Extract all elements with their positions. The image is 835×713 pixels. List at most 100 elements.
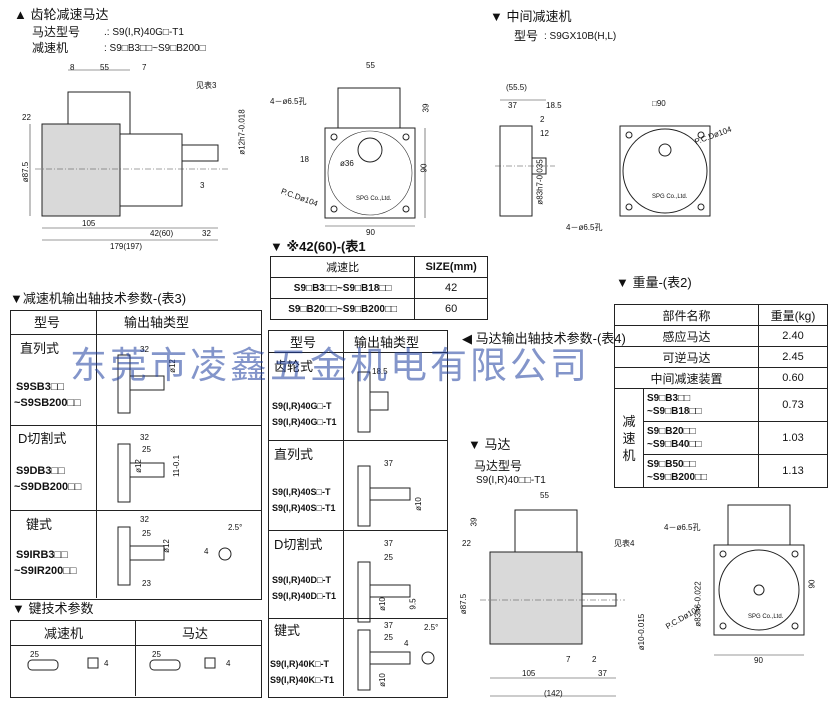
ms-header-divider <box>268 352 447 353</box>
key-dim-25b: 25 <box>152 650 161 659</box>
wt-red-row2-a: S9□B20□□ <box>647 426 696 437</box>
mr-dim-12: 12 <box>540 129 549 138</box>
dim-12h7: ø12h7-0.018 <box>237 109 247 155</box>
gear-motor-reducer-label: 减速机 <box>32 41 69 55</box>
dim-22: 22 <box>22 113 31 122</box>
middle-reducer-title: ▼ 中间减速机 <box>490 9 572 24</box>
size-row-2-size: 60 <box>414 298 488 320</box>
motor-model-label: 马达型号 <box>474 459 523 473</box>
wt-red-row3-val: 1.13 <box>758 454 828 488</box>
ms-row3-divider <box>268 618 447 619</box>
mr-brand: SPG Co.,Ltd. <box>652 194 688 200</box>
rs-dim-r3-25: 25 <box>142 529 151 538</box>
wt-row3-name: 中间减速装置 <box>614 367 759 389</box>
key-table <box>10 620 262 698</box>
wt-red-row3-a: S9□B50□□ <box>647 459 696 470</box>
mr-dim-37: 37 <box>508 101 517 110</box>
key-col-divider <box>135 620 136 696</box>
rs-dim-r1-32: 32 <box>140 345 149 354</box>
rs-header-type: 输出轴类型 <box>124 315 190 330</box>
ms-row1-model-b: S9(I,R)40G□-T1 <box>272 417 337 427</box>
wt-red-row2-b: ~S9□B40□□ <box>647 439 702 450</box>
rs-row1-model-b: ~S9SB200□□ <box>14 397 81 409</box>
dim-32: 32 <box>202 229 211 238</box>
dim-note3: 见表3 <box>196 81 217 90</box>
mr-dim-185: 18.5 <box>546 101 562 110</box>
ms-dim-r3-10: ø10 <box>377 597 387 611</box>
ms-row4-type: 键式 <box>274 623 301 638</box>
motor-shaft-sketches <box>357 371 435 691</box>
motor-shaft-title: ◀ 马达输出轴技术参数-(表4) <box>462 331 626 346</box>
rs-header-model: 型号 <box>34 315 61 330</box>
weight-table-title: ▼ 重量-(表2) <box>616 275 692 290</box>
mr-dim-90: □90 <box>652 99 666 108</box>
dim-7: 7 <box>142 63 147 72</box>
reducer-shaft-sketches <box>117 354 232 586</box>
m-dim-55: 55 <box>540 491 549 500</box>
reducer-shaft-table <box>10 310 262 600</box>
key-table-title: ▼ 键技术参数 <box>12 601 94 616</box>
rs-row1-type: 直列式 <box>20 341 60 356</box>
rs-dim-r2-25: 25 <box>142 445 151 454</box>
ms-row3-model-b: S9(I,R)40D□-T1 <box>272 591 336 601</box>
size-table-header-size: SIZE(mm) <box>414 256 488 278</box>
ms-dim-r3-95: 9.5 <box>408 598 418 610</box>
wt-red-row3: S9□B50□□ ~S9□B200□□ <box>643 454 759 488</box>
rs-dim-r3-32: 32 <box>140 515 149 524</box>
wt-row2-val: 2.45 <box>758 346 828 368</box>
wt-row2-name: 可逆马达 <box>614 346 759 368</box>
ms-row2-divider <box>268 530 447 531</box>
rs-dim-r2-32: 32 <box>140 433 149 442</box>
mr-dim-2: 2 <box>540 115 545 124</box>
ms-dim-r4-4: 4 <box>404 639 409 648</box>
dim-55b: 55 <box>366 61 375 70</box>
brand-label: SPG Co.,Ltd. <box>356 196 392 202</box>
rs-dim-r3-4: 4 <box>204 547 209 556</box>
reducer-shaft-title: ▼减速机输出轴技术参数-(表3) <box>10 291 187 306</box>
size-table-header-ratio: 减速比 <box>269 256 416 278</box>
rs-row2-model-b: ~S9DB200□□ <box>14 481 82 493</box>
middle-reducer-side-view <box>495 99 555 217</box>
m-dim-87: ø87.5 <box>459 593 469 615</box>
rs-dim-r2-12: ø12 <box>133 459 143 473</box>
ms-row2-type: 直列式 <box>274 447 314 462</box>
ms-col-divider <box>343 330 344 696</box>
ms-dim-r4-25: 25 <box>384 633 393 642</box>
m-dim-90-h: 90 <box>754 656 763 665</box>
ms-dim-r4-25deg: 2.5° <box>424 623 439 632</box>
key-header-divider <box>10 645 261 646</box>
dim-39: 39 <box>421 103 431 113</box>
dim-3: 3 <box>200 181 205 190</box>
dim-55: 55 <box>100 63 109 72</box>
motor-shaft-table <box>268 330 448 698</box>
rs-dim-r1-12: ø12 <box>167 359 177 373</box>
ms-dim-r4-10: ø10 <box>377 673 387 687</box>
rs-dim-r3-23: 23 <box>142 579 151 588</box>
key-dim-25a: 25 <box>30 650 39 659</box>
ms-dim-185: 18.5 <box>372 367 388 376</box>
motor-side-view <box>480 509 625 697</box>
ms-row2-model-b: S9(I,R)40S□-T1 <box>272 503 336 513</box>
dim-42-60: 42(60) <box>150 229 174 238</box>
ms-row4-model-a: S9(I,R)40K□-T <box>270 659 329 669</box>
m-dim-note4: 见表4 <box>614 539 635 548</box>
key-dim-4a: 4 <box>104 659 109 668</box>
rs-row3-type: 键式 <box>26 517 53 532</box>
ms-dim-r2-37: 37 <box>384 459 393 468</box>
dim-8: 8 <box>70 63 75 72</box>
middle-reducer-model-label: 型号 <box>514 29 539 43</box>
gear-motor-side-view <box>29 69 230 241</box>
key-dim-4b: 4 <box>226 659 231 668</box>
ms-row4-model-b: S9(I,R)40K□-T1 <box>270 675 334 685</box>
mr-dim-hole: 4－ø6.5孔 <box>566 223 603 232</box>
wt-red-row3-b: ~S9□B200□□ <box>647 472 708 483</box>
middle-reducer-front-view <box>619 125 711 217</box>
size-row-2-ratio: S9□B20□□~S9□B200□□ <box>269 298 416 320</box>
ms-header-type: 输出轴类型 <box>354 335 420 350</box>
ms-row3-model-a: S9(I,R)40D□-T <box>272 575 331 585</box>
ms-row1-divider <box>268 440 447 441</box>
mr-dim-83: ø83h7-0.035 <box>535 159 545 205</box>
wt-header-weight: 重量(kg) <box>758 304 828 326</box>
